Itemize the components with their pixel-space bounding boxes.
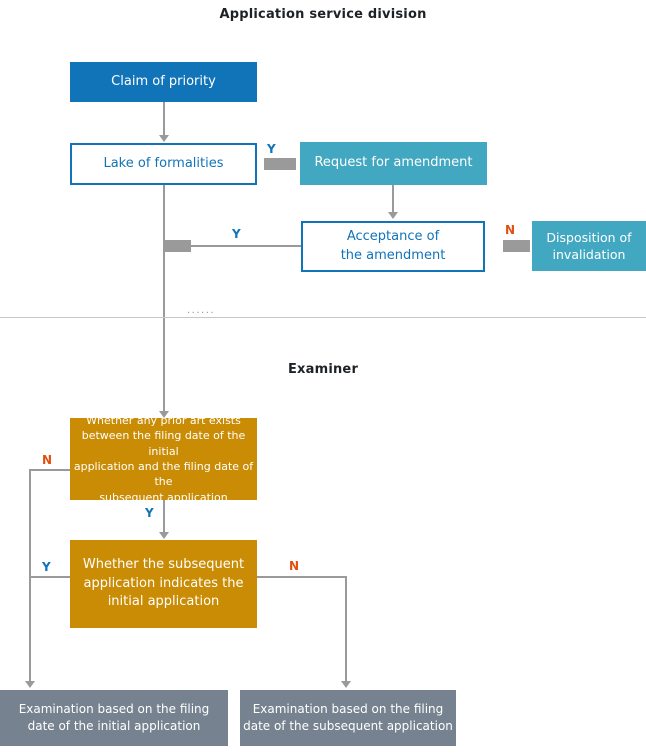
connector-request-to-acceptance-line	[392, 185, 394, 212]
node-examination-initial-filing-date: Examination based on the filing date of …	[0, 690, 228, 746]
arrowhead-prior-art-to-indicates	[159, 532, 169, 539]
branch-label-prior-art-yes: Y	[145, 506, 154, 520]
node-lake-of-formalities: Lake of formalities	[70, 143, 257, 185]
arrowhead-request-to-acceptance	[388, 212, 398, 219]
connector-left-branch-down-line	[29, 469, 31, 681]
connector-indicates-left-line	[30, 576, 70, 578]
branch-label-acceptance-yes: Y	[232, 227, 241, 241]
branch-label-indicates-no: N	[289, 559, 300, 573]
arrowhead-claim-to-formalities	[159, 135, 169, 142]
node-request-for-amendment: Request for amendment	[300, 142, 487, 185]
node-examination-subsequent-filing-date: Examination based on the filing date of …	[240, 690, 456, 746]
connector-indicates-right-line	[257, 576, 346, 578]
section-title-application-service-division: Application service division	[219, 7, 427, 22]
connector-acceptance-to-disposition-stub	[503, 240, 530, 252]
connector-acceptance-left-stub	[165, 240, 191, 252]
connector-prior-art-left-line	[30, 469, 70, 471]
divider-dots: ......	[187, 305, 216, 316]
node-claim-of-priority: Claim of priority	[70, 62, 257, 102]
connector-right-branch-down-line	[345, 576, 347, 681]
node-acceptance-of-amendment: Acceptance of the amendment	[301, 221, 485, 272]
node-disposition-of-invalidation: Disposition of invalidation	[532, 221, 646, 271]
section-divider-line	[0, 317, 646, 318]
connector-formalities-to-prior-art-line	[163, 185, 165, 413]
connector-prior-art-to-indicates-line	[163, 500, 165, 532]
connector-formalities-to-request-stub	[264, 158, 296, 170]
connector-acceptance-left-line	[191, 245, 301, 247]
arrowhead-into-prior-art	[159, 411, 169, 418]
connector-claim-to-formalities-line	[163, 102, 165, 136]
arrowhead-into-exam-initial	[25, 681, 35, 688]
branch-label-acceptance-no: N	[505, 223, 516, 237]
section-title-examiner: Examiner	[287, 362, 359, 377]
branch-label-prior-art-no: N	[42, 453, 53, 467]
node-indicates-initial-check: Whether the subsequent application indic…	[70, 540, 257, 628]
branch-label-formalities-yes: Y	[267, 142, 276, 156]
branch-label-indicates-yes: Y	[42, 560, 51, 574]
node-prior-art-check: Whether any prior art exists between the…	[70, 414, 257, 504]
arrowhead-into-exam-subsequent	[341, 681, 351, 688]
